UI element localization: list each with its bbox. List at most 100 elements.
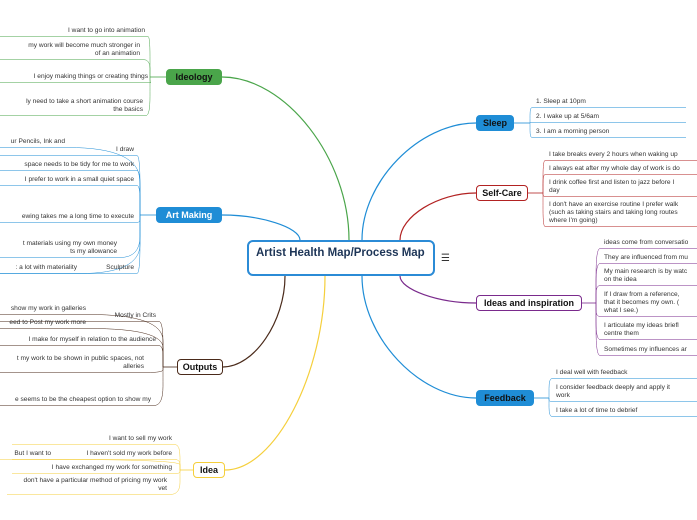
branch-label: Ideas and inspiration [483, 298, 575, 308]
branch-sleep[interactable]: Sleep [476, 115, 514, 131]
leaf-topic[interactable]: space needs to be tidy for me to work [24, 161, 134, 169]
branch-label: Art Making [165, 210, 213, 220]
feedback-main-connector [361, 275, 477, 399]
leaf-topic[interactable]: If I draw from a reference,that it becom… [604, 291, 680, 315]
leaf-topic-text: 2. I wake up at 5/6am [536, 113, 600, 120]
leaf-topic-text: 1. Sleep at 10pm [536, 98, 586, 105]
self_care-leaf-connector [542, 174, 546, 193]
leaf-topic[interactable]: eed to Post my work more [9, 319, 86, 327]
leaf-topic-text: I enjoy making things or creating things [33, 73, 148, 80]
leaf-topic[interactable]: I haven't sold my work before [86, 450, 172, 458]
leaf-topic-text: ideas come from conversatio [604, 239, 689, 246]
leaf-topic[interactable]: Sculpture [106, 264, 134, 272]
leaf-topic[interactable]: I always eat after my whole day of work … [549, 165, 680, 173]
leaf-topic[interactable]: ly need to take a short animation course… [26, 98, 143, 114]
leaf-topic[interactable]: I want to go into animation [68, 27, 145, 35]
branch-label: Idea [199, 465, 218, 475]
leaf-topic[interactable]: I prefer to work in a small quiet space [25, 176, 134, 184]
leaf-topic-text: what I see.) [604, 307, 639, 314]
branch-outputs[interactable]: Outputs [177, 359, 223, 375]
outputs-leaf-connector [158, 345, 164, 367]
sleep-main-connector [361, 122, 477, 241]
leaf-topic[interactable]: I have exchanged my work for something [52, 464, 172, 472]
branch-ideas[interactable]: Ideas and inspiration [476, 295, 582, 311]
idea-leaf-connector [174, 444, 181, 470]
branch-label: Outputs [182, 362, 218, 372]
art_making-leaf-connector [119, 215, 141, 258]
leaf-topic[interactable]: I draw [116, 146, 134, 154]
leaf-topic-text: e seems to be the cheapest option to sho… [15, 396, 151, 403]
leaf-topic-text: I make for myself in relation to the aud… [28, 336, 156, 343]
leaf-topic[interactable]: I make for myself in relation to the aud… [28, 336, 156, 344]
leaf-topic[interactable]: But I want to [14, 450, 51, 458]
leaf-topic-text: I deal well with feedback [556, 369, 628, 376]
leaf-topic-text: space needs to be tidy for me to work [24, 161, 134, 168]
leaf-topic[interactable]: t my work to be shown in public spaces, … [17, 355, 144, 371]
leaf-topic-text: ur Pencils, Ink and [10, 138, 65, 145]
leaf-topic[interactable]: I enjoy making things or creating things [34, 73, 148, 81]
leaf-topic-text: My main research is by watc [604, 268, 688, 275]
leaf-topic-text: work [556, 392, 570, 399]
branch-art-making[interactable]: Art Making [156, 207, 222, 223]
branch-idea[interactable]: Idea [193, 462, 225, 478]
leaf-topic[interactable]: show my work in galleries [11, 305, 86, 313]
leaf-topic-text: show my work in galleries [10, 305, 86, 312]
ideas-leaf-connector [595, 248, 601, 303]
leaf-topic[interactable]: 2. I wake up at 5/6am [536, 113, 599, 121]
leaf-topic[interactable]: e seems to be the cheapest option to sho… [15, 396, 151, 404]
leaf-topic[interactable]: : a lot with materiality [15, 264, 77, 272]
leaf-topic[interactable]: ideas come from conversatio [604, 239, 688, 247]
leaf-topic-text: I take breaks every 2 hours when waking … [549, 151, 678, 158]
idea-leaf-connector [169, 470, 181, 495]
leaf-topic[interactable]: Mostly in Crits [115, 312, 156, 320]
leaf-topic-text: Mostly in Crits [114, 312, 156, 319]
self_care-main-connector [399, 192, 477, 241]
leaf-topic-text: my work will become much stronger in [28, 42, 140, 49]
sleep-leaf-connector [529, 123, 533, 138]
central-topic-title: Artist Health Map/Process Map [256, 247, 425, 259]
leaf-topic[interactable]: 1. Sleep at 10pm [536, 98, 586, 106]
outputs-leaf-connector [153, 367, 164, 406]
leaf-topic-text: Sculpture [106, 264, 134, 271]
idea-main-connector [224, 275, 326, 471]
leaf-topic-text: ts my allowance [70, 248, 117, 255]
leaf-topic[interactable]: 3. I am a morning person [536, 128, 609, 136]
leaf-topic[interactable]: ewing takes me a long time to execute [22, 213, 134, 221]
leaf-topic[interactable]: don't have a particular method of pricin… [24, 477, 167, 493]
ideas-leaf-connector [595, 285, 601, 303]
branch-self-care[interactable]: Self-Care [476, 185, 528, 201]
ideas-leaf-connector [595, 303, 601, 356]
leaf-topic[interactable]: I take a lot of time to debrief [556, 407, 637, 415]
outputs-leaf-connector [146, 367, 164, 373]
leaf-topic-text: I drink coffee first and listen to jazz … [549, 179, 675, 186]
menu-icon[interactable]: ☰ [441, 253, 450, 264]
leaf-topic-text: the basics [113, 106, 143, 113]
branch-label: Self-Care [482, 188, 522, 198]
leaf-topic[interactable]: I don't have an exercise routine I prefe… [549, 201, 678, 225]
central-topic[interactable]: Artist Health Map/Process Map [247, 240, 435, 276]
branch-ideology[interactable]: Ideology [166, 69, 222, 85]
leaf-topic[interactable]: I want to sell my work [109, 435, 172, 443]
leaf-topic-text: that it becomes my own. ( [604, 299, 680, 306]
leaf-topic[interactable]: I drink coffee first and listen to jazz … [549, 179, 674, 195]
art_making-leaf-connector [136, 215, 141, 223]
art_making-leaf-connector [136, 155, 141, 215]
leaf-topic[interactable]: I take breaks every 2 hours when waking … [549, 151, 678, 159]
leaf-topic-text: ewing takes me a long time to execute [21, 213, 134, 220]
leaf-topic[interactable]: I deal well with feedback [556, 369, 627, 377]
leaf-topic[interactable]: Sometimes my influences ar [604, 346, 687, 354]
leaf-topic[interactable]: They are influenced from mu [604, 254, 688, 262]
leaf-topic-text: I don't have an exercise routine I prefe… [549, 201, 679, 208]
leaf-topic[interactable]: ur Pencils, Ink and [11, 138, 65, 146]
ideas-main-connector [399, 275, 477, 304]
leaf-topic-text: where I'm going) [549, 217, 598, 224]
branch-feedback[interactable]: Feedback [476, 390, 534, 406]
leaf-topic-text: of an animation [94, 50, 140, 57]
art_making-leaf-connector [136, 215, 141, 274]
